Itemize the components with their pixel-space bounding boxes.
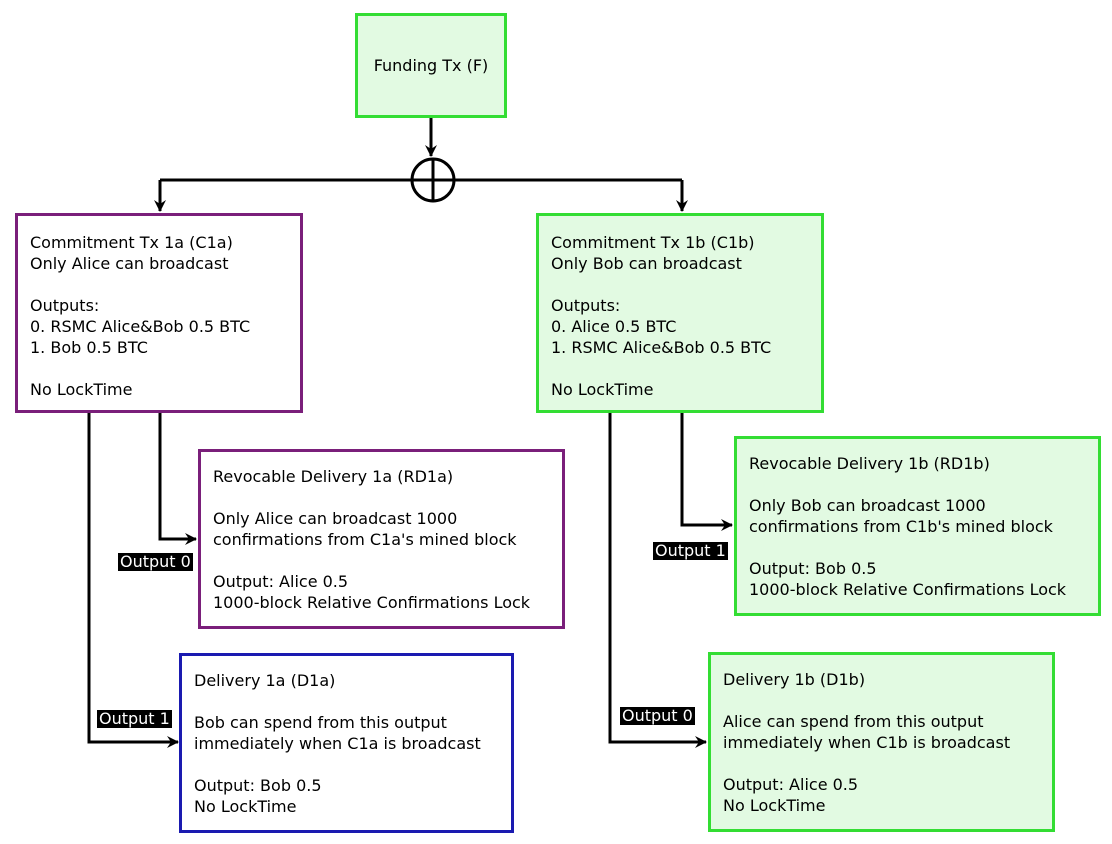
c1b-blank	[551, 274, 809, 295]
funding-tx-box: Funding Tx (F)	[355, 13, 507, 118]
d1a-title: Delivery 1a (D1a)	[194, 671, 336, 690]
combiner-icon	[410, 157, 456, 203]
d1b-output: Output: Alice 0.5	[723, 775, 859, 794]
c1b-title: Commitment Tx 1b (C1b)	[551, 233, 755, 252]
d1b-title: Delivery 1b (D1b)	[723, 670, 866, 689]
c1a-to-rd1a-arrow	[158, 412, 197, 545]
d1b-locktime: No LockTime	[723, 796, 826, 815]
c1b-output-1: 1. RSMC Alice&Bob 0.5 BTC	[551, 338, 772, 357]
d1a-locktime: No LockTime	[194, 797, 297, 816]
delivery-d1b-box: Delivery 1b (D1b) Alice can spend from t…	[708, 652, 1055, 832]
c1a-broadcast: Only Alice can broadcast	[30, 254, 229, 273]
funding-tx-label: Funding Tx (F)	[373, 56, 489, 75]
d1a-blank2	[194, 754, 499, 775]
rd1a-desc-2: confirmations from C1a's mined block	[213, 530, 517, 549]
delivery-d1a-box: Delivery 1a (D1a) Bob can spend from thi…	[179, 653, 514, 833]
c1b-output1-tag: Output 1	[653, 541, 728, 560]
c1b-output-0: 0. Alice 0.5 BTC	[551, 317, 677, 336]
c1b-locktime: No LockTime	[551, 380, 654, 399]
d1a-desc-2: immediately when C1a is broadcast	[194, 734, 481, 753]
c1a-to-d1a-arrow	[87, 412, 179, 748]
d1b-blank	[723, 690, 1040, 711]
c1a-locktime: No LockTime	[30, 380, 133, 399]
d1b-desc-2: immediately when C1b is broadcast	[723, 733, 1011, 752]
c1a-blank	[30, 274, 288, 295]
c1a-output0-tag: Output 0	[118, 552, 193, 571]
rd1b-output: Output: Bob 0.5	[749, 559, 877, 578]
rd1b-title: Revocable Delivery 1b (RD1b)	[749, 454, 990, 473]
rd1a-blank	[213, 487, 550, 508]
d1b-desc-1: Alice can spend from this output	[723, 712, 984, 731]
commitment-c1a-box: Commitment Tx 1a (C1a) Only Alice can br…	[15, 213, 303, 413]
rd1b-blank2	[749, 537, 1086, 558]
rd1b-lock: 1000-block Relative Confirmations Lock	[749, 580, 1067, 599]
c1a-output-1: 1. Bob 0.5 BTC	[30, 338, 148, 357]
rd1a-desc-1: Only Alice can broadcast 1000	[213, 509, 458, 528]
d1a-blank	[194, 691, 499, 712]
d1a-output: Output: Bob 0.5	[194, 776, 322, 795]
c1b-blank2	[551, 358, 809, 379]
c1a-output-0: 0. RSMC Alice&Bob 0.5 BTC	[30, 317, 251, 336]
c1a-output1-tag: Output 1	[97, 709, 172, 728]
rd1a-lock: 1000-block Relative Confirmations Lock	[213, 593, 531, 612]
rd1b-desc-1: Only Bob can broadcast 1000	[749, 496, 986, 515]
c1b-to-d1b-arrow	[608, 412, 707, 748]
revocable-delivery-rd1b-box: Revocable Delivery 1b (RD1b) Only Bob ca…	[734, 436, 1101, 616]
c1b-output0-tag: Output 0	[620, 706, 695, 725]
rd1a-title: Revocable Delivery 1a (RD1a)	[213, 467, 454, 486]
c1b-outputs-heading: Outputs:	[551, 296, 621, 315]
c1a-title: Commitment Tx 1a (C1a)	[30, 233, 233, 252]
d1b-blank2	[723, 753, 1040, 774]
commitment-c1b-box: Commitment Tx 1b (C1b) Only Bob can broa…	[536, 213, 824, 413]
c1b-to-rd1b-arrow	[680, 412, 733, 531]
rd1a-blank2	[213, 550, 550, 571]
c1a-outputs-heading: Outputs:	[30, 296, 100, 315]
rd1b-desc-2: confirmations from C1b's mined block	[749, 517, 1053, 536]
revocable-delivery-rd1a-box: Revocable Delivery 1a (RD1a) Only Alice …	[198, 449, 565, 629]
rd1a-output: Output: Alice 0.5	[213, 572, 349, 591]
c1b-broadcast: Only Bob can broadcast	[551, 254, 742, 273]
c1a-blank2	[30, 358, 288, 379]
rd1b-blank	[749, 474, 1086, 495]
d1a-desc-1: Bob can spend from this output	[194, 713, 447, 732]
